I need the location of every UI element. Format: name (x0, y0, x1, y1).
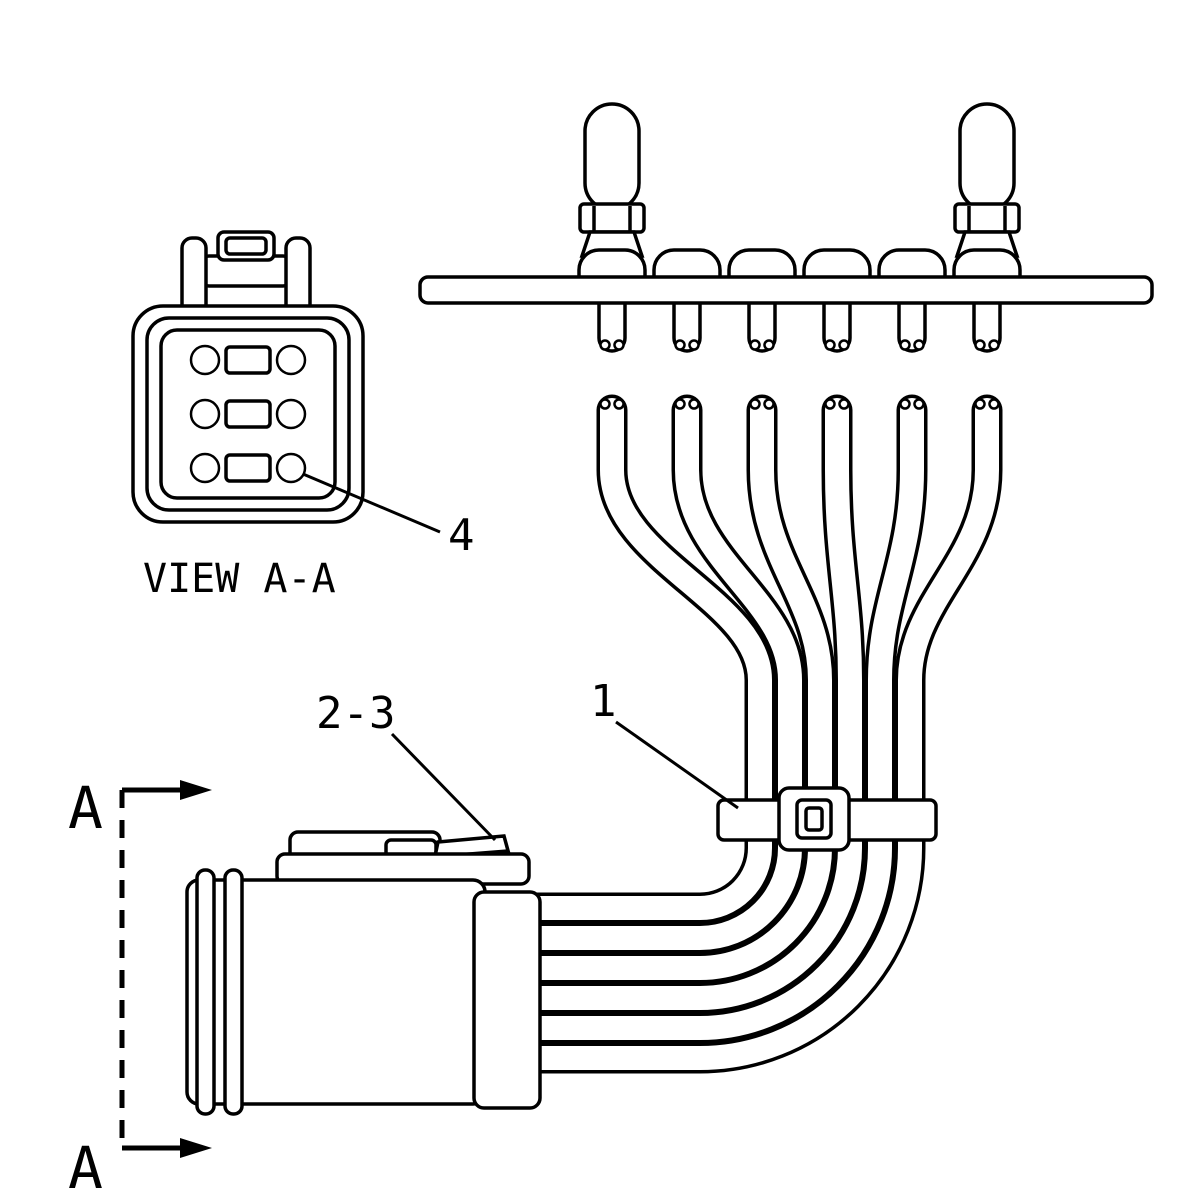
tube-stub (672, 300, 702, 353)
leader-line (302, 472, 441, 534)
cable-tie-slot (804, 806, 824, 832)
tube-stubs (597, 300, 1002, 353)
connector-ring-band (195, 868, 216, 1116)
callout-contact: 4 (302, 472, 475, 561)
harness-cylinder-right (953, 102, 1021, 258)
cylinder-collar (578, 202, 646, 234)
collar-ticks (967, 206, 1007, 232)
stub-end-fittings (599, 339, 1000, 351)
tube-stub (747, 300, 777, 353)
view-label: VIEW A-A (143, 556, 336, 602)
connector-assembly (185, 830, 542, 1116)
harness-cylinder-left (578, 102, 646, 258)
cylinder-collar (953, 202, 1021, 234)
harness-tubes (504, 394, 1003, 1074)
connector-ring-band (223, 868, 244, 1116)
callout-connector: 2-3 (316, 688, 497, 842)
cylinder-cap (958, 102, 1016, 212)
contact-row (189, 344, 307, 376)
callout-1-label: 1 (590, 676, 617, 727)
section-letter-bottom: A (68, 1134, 103, 1200)
section-letter-top: A (68, 774, 103, 842)
connector-tube-face (472, 890, 542, 1110)
section-arrow-icon (180, 780, 212, 800)
contact-row (189, 398, 307, 430)
harness-assembly (418, 102, 1154, 1074)
section-arrow-icon (180, 1138, 212, 1158)
leader-line (390, 732, 497, 842)
tube-stub (822, 300, 852, 353)
cylinder-cap (583, 102, 641, 212)
callout-2-3-label: 2-3 (316, 688, 395, 739)
tube-stub (597, 300, 627, 353)
leader-line (615, 720, 739, 810)
collar-ticks (592, 206, 632, 232)
callout-4-label: 4 (448, 510, 475, 561)
tube-stub (972, 300, 1002, 353)
section-cut-marks: A A (68, 774, 212, 1200)
tube-stub (897, 300, 927, 353)
callout-cable-tie: 1 (590, 676, 739, 810)
cable-tie (716, 786, 938, 852)
mounting-plate (418, 275, 1154, 305)
view-aa-connector: 4 VIEW A-A (131, 230, 475, 602)
contact-row (189, 452, 307, 484)
latch-tab-inner (224, 236, 268, 256)
